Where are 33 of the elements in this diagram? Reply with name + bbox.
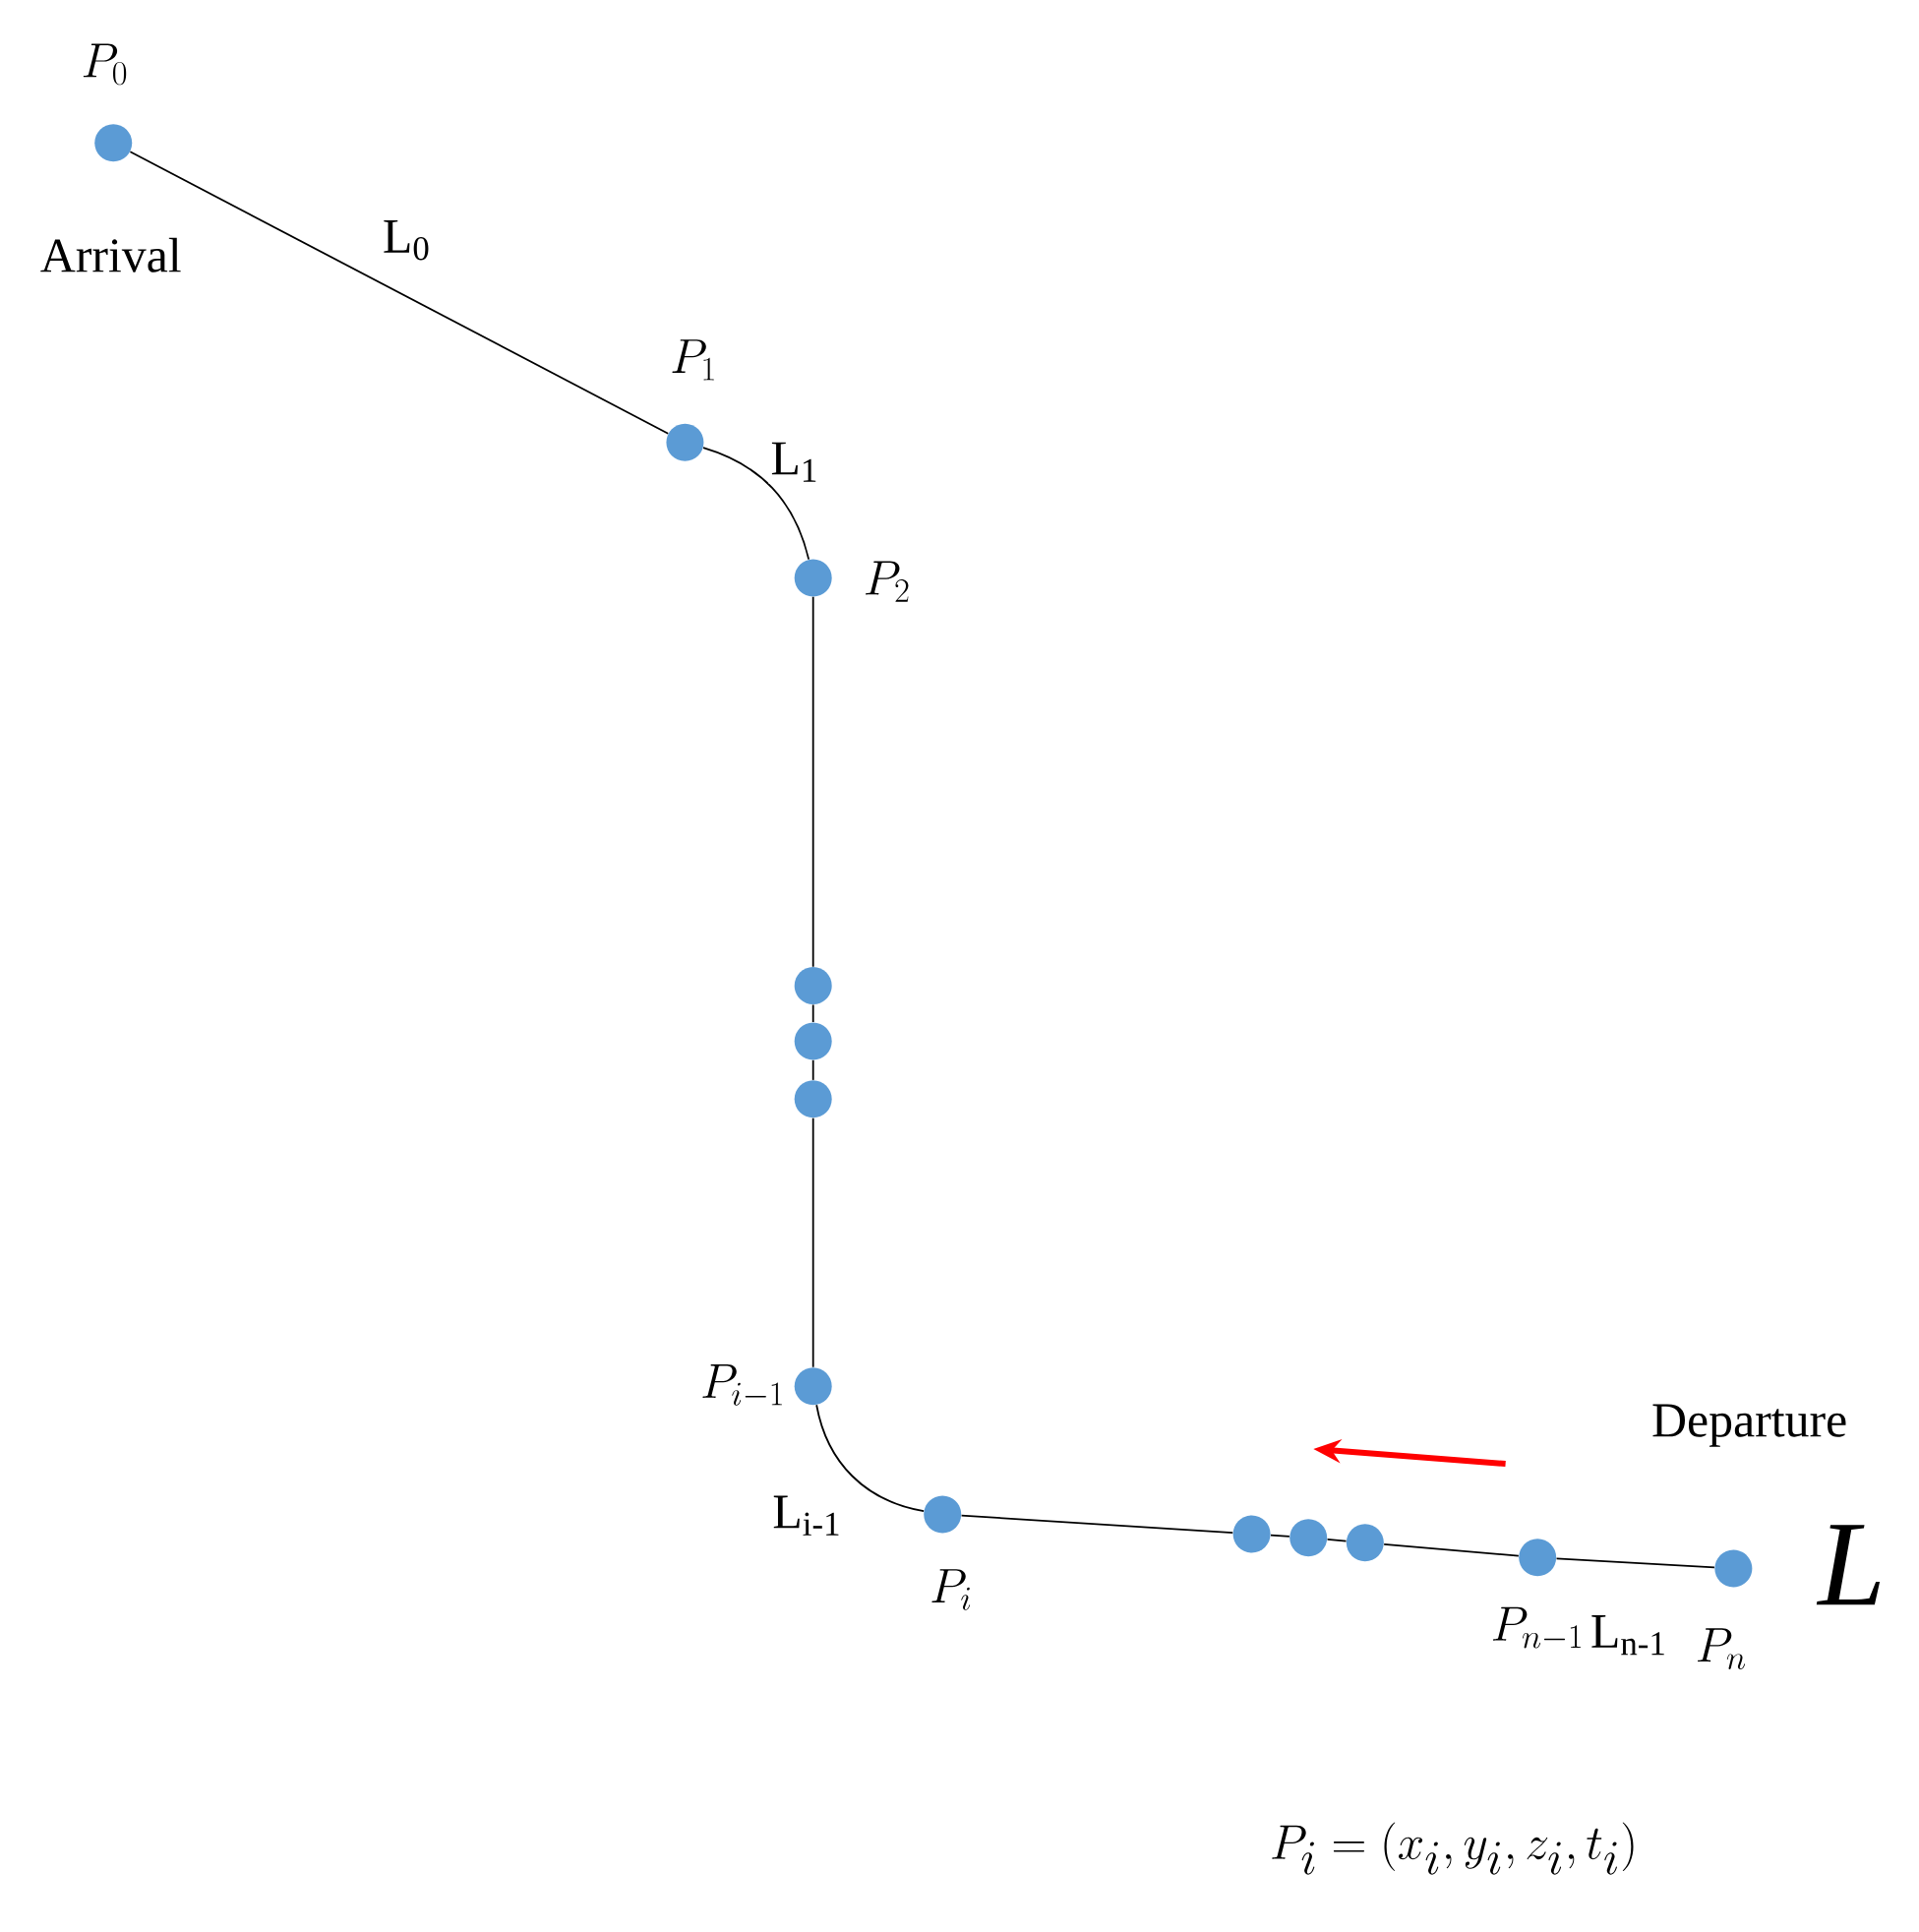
point-dot — [794, 1080, 832, 1118]
point-dot — [1232, 1515, 1271, 1553]
curve-name: L — [1816, 1525, 1880, 1605]
label-text: Arrival — [40, 237, 181, 272]
path-line — [960, 1514, 1233, 1535]
point-label: $P_1$ — [672, 339, 714, 381]
path-line — [1555, 1557, 1715, 1569]
point-label: $P_2$ — [865, 561, 909, 602]
path-line — [129, 151, 669, 435]
path-line — [701, 447, 810, 561]
path-line — [1326, 1539, 1348, 1542]
edge-label: L$_{i-1}$ — [770, 1493, 844, 1538]
label-text: Departure — [1652, 1404, 1846, 1447]
point-label: $P_0$ — [83, 43, 126, 86]
path-line — [811, 1003, 814, 1023]
point-dot — [794, 1022, 832, 1060]
path-line — [1383, 1542, 1520, 1557]
path-line — [815, 1404, 925, 1512]
formula: $P_i = (x_i, y_i, z_i, t_i)$ — [1272, 1822, 1634, 1875]
point-label: $P_i$ — [931, 1569, 970, 1610]
path-line — [1269, 1534, 1290, 1538]
path-line — [811, 1117, 814, 1368]
point-label: $P_{i-1}$ — [702, 1364, 782, 1406]
path-line — [811, 595, 814, 968]
point-dot — [794, 967, 832, 1005]
edge-label: L$_{1}$ — [768, 440, 821, 484]
point-label: $P_n$ — [1697, 1628, 1745, 1669]
edge-label: L$_{n-1}$ — [1588, 1613, 1669, 1658]
path-line — [811, 1058, 814, 1081]
point-dot — [1289, 1519, 1327, 1557]
edge-label: L$_{0}$ — [380, 218, 433, 263]
point-dot — [1346, 1524, 1384, 1562]
point-label: $P_{n-1}$ — [1492, 1606, 1581, 1649]
